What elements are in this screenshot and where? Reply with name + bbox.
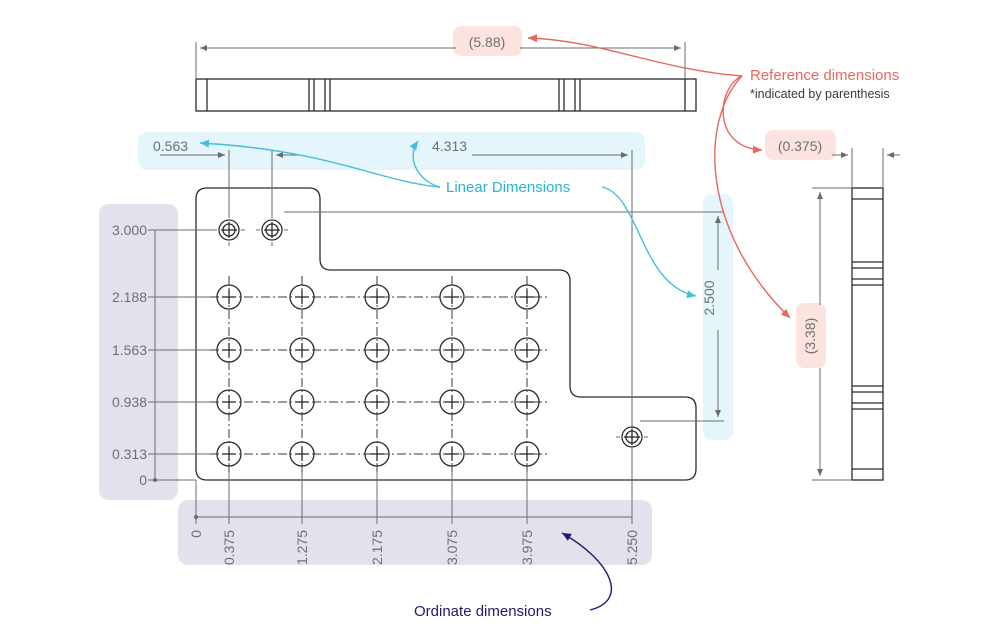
- grid-hole: [289, 337, 315, 363]
- linear-dimensions-title: Linear Dimensions: [446, 179, 570, 196]
- grid-hole: [216, 389, 242, 415]
- side-view: [851, 187, 884, 481]
- grid-hole: [514, 337, 540, 363]
- ordinate-y-0938: 0.938: [112, 394, 147, 410]
- ordinate-x-0375: 0.375: [221, 530, 237, 565]
- top-view: [195, 78, 697, 112]
- reference-dim-overall-length: (5.88): [469, 34, 506, 50]
- linear-dim-lines: [160, 150, 724, 432]
- ordinate-callout-arrow: [561, 532, 612, 611]
- grid-hole: [364, 441, 390, 467]
- height-dimension: [812, 187, 852, 481]
- grid-hole: [364, 337, 390, 363]
- grid-hole: [439, 441, 465, 467]
- ordinate-x-3975: 3.975: [519, 530, 535, 565]
- grid-hole: [289, 441, 315, 467]
- grid-hole: [514, 389, 540, 415]
- plate-outline: [195, 187, 697, 481]
- linear-dim-0563: 0.563: [153, 138, 188, 154]
- reference-dimensions-title: Reference dimensions: [750, 67, 899, 84]
- linear-dim-highlight-top: [138, 132, 645, 170]
- ordinate-y-1563: 1.563: [112, 342, 147, 358]
- reference-dimensions-note: *indicated by parenthesis: [750, 87, 890, 101]
- grid-hole: [289, 389, 315, 415]
- grid-hole: [216, 284, 242, 310]
- reference-callout-arrows: [527, 34, 791, 319]
- grid-hole: [216, 441, 242, 467]
- grid-hole: [364, 284, 390, 310]
- grid-hole: [289, 284, 315, 310]
- linear-dim-4313: 4.313: [432, 138, 467, 154]
- reference-dim-highlight-height: [796, 303, 826, 368]
- grid-hole: [514, 441, 540, 467]
- ordinate-x-1275: 1.275: [294, 530, 310, 565]
- linear-dim-2500: 2.500: [701, 280, 717, 315]
- ordinate-y-0313: 0.313: [112, 446, 147, 462]
- reference-dim-height: (3.38): [802, 318, 818, 355]
- counterbore-hole: [256, 214, 288, 246]
- thickness-dimension: [832, 148, 900, 188]
- ordinate-highlight-left: [99, 204, 178, 500]
- grid-hole: [364, 389, 390, 415]
- counterbore-hole: [213, 214, 245, 246]
- ordinate-x-3075: 3.075: [444, 530, 460, 565]
- ordinate-y-2188: 2.188: [112, 289, 147, 305]
- reference-dim-thickness: (0.375): [778, 138, 822, 154]
- grid-hole: [439, 337, 465, 363]
- linear-dim-highlight-right: [703, 194, 733, 440]
- grid-hole: [439, 389, 465, 415]
- reference-dim-highlight-thickness: [765, 130, 836, 160]
- grid-hole: [439, 284, 465, 310]
- ordinate-x-0: 0: [188, 530, 204, 538]
- counterbore-hole: [616, 421, 648, 453]
- overall-length-dimension: [195, 42, 686, 79]
- ordinate-y-0: 0: [139, 472, 147, 488]
- ordinate-x-5250: 5.250: [624, 530, 640, 565]
- grid-hole: [514, 284, 540, 310]
- ordinate-x-2175: 2.175: [369, 530, 385, 565]
- reference-dim-highlight-top: [453, 26, 522, 56]
- grid-hole: [216, 337, 242, 363]
- ordinate-highlight-bottom: [178, 500, 652, 565]
- ordinate-dim-lines: [148, 229, 633, 524]
- ordinate-dimensions-title: Ordinate dimensions: [414, 603, 552, 620]
- linear-callout-arrows: [199, 139, 697, 299]
- ordinate-y-3000: 3.000: [112, 222, 147, 238]
- hole-grid: [210, 214, 648, 475]
